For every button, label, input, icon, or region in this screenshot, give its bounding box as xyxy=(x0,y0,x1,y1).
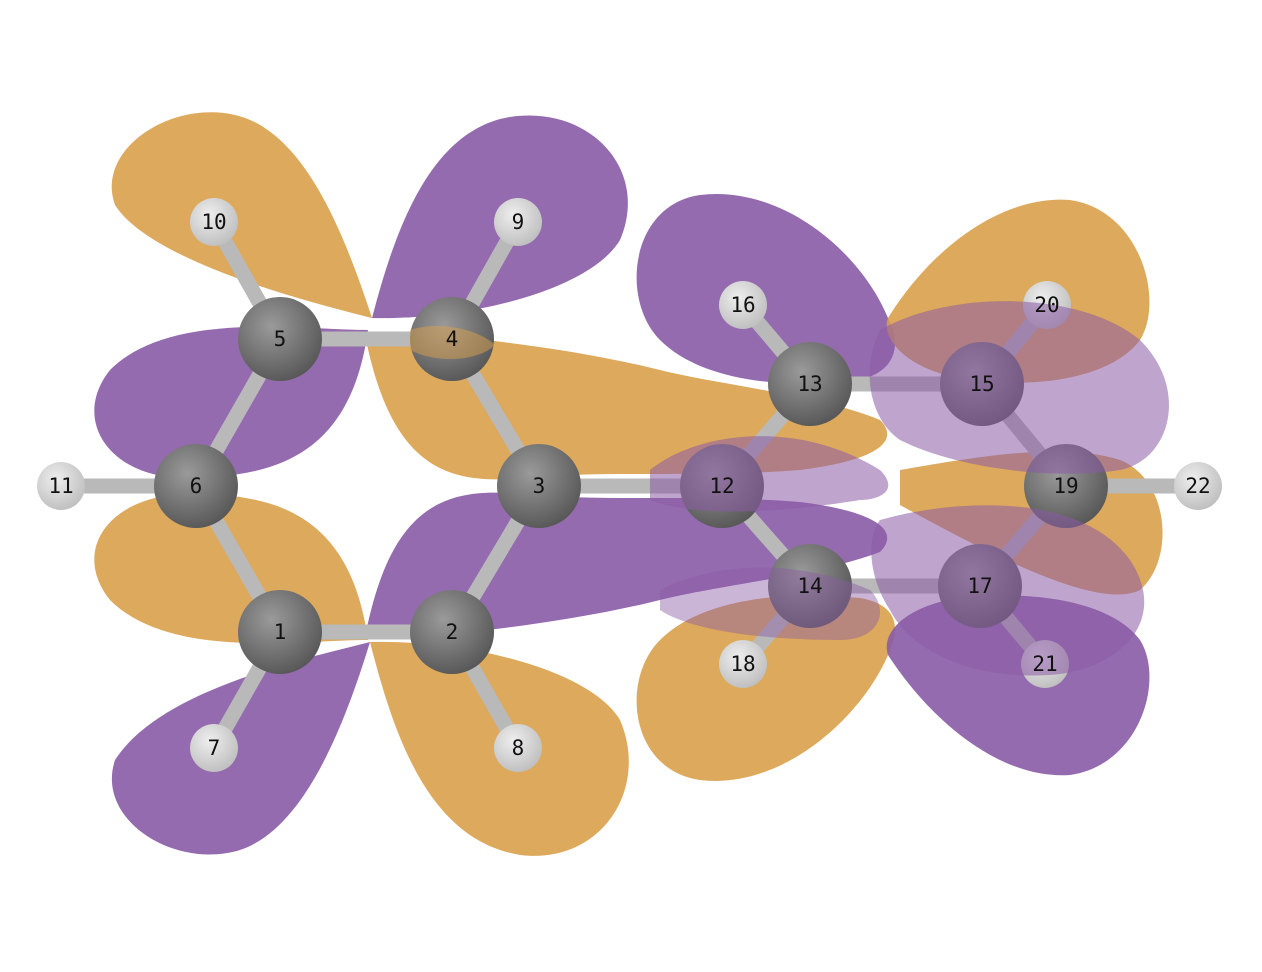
atom-label-21: 21 xyxy=(1032,652,1057,676)
atom-18 xyxy=(719,640,767,688)
atom-label-19: 19 xyxy=(1053,474,1078,498)
atom-13 xyxy=(768,342,852,426)
orbital-lobes-front xyxy=(410,301,1169,676)
atom-22 xyxy=(1174,462,1222,510)
atom-label-12: 12 xyxy=(709,474,734,498)
atom-5 xyxy=(238,297,322,381)
atom-label-3: 3 xyxy=(533,474,546,498)
atom-label-11: 11 xyxy=(48,474,73,498)
lobe-positive-c4-overlap xyxy=(410,325,495,360)
atom-label-2: 2 xyxy=(446,620,459,644)
atom-1 xyxy=(238,590,322,674)
atom-label-13: 13 xyxy=(797,372,822,396)
atom-label-16: 16 xyxy=(730,293,755,317)
atom-label-9: 9 xyxy=(512,210,525,234)
atom-label-20: 20 xyxy=(1034,293,1059,317)
lobe-negative-c12-c15-overlap xyxy=(650,436,889,512)
lobe-positive-c14-bottom xyxy=(636,595,895,781)
atom-6 xyxy=(154,444,238,528)
atom-label-15: 15 xyxy=(969,372,994,396)
atom-label-14: 14 xyxy=(797,574,822,598)
lobe-negative-c13-top xyxy=(636,193,895,384)
lobe-negative-c15-c19-overlap xyxy=(869,301,1169,474)
atom-label-5: 5 xyxy=(274,327,287,351)
atom-label-4: 4 xyxy=(446,327,459,351)
atom-label-8: 8 xyxy=(512,736,525,760)
atom-14 xyxy=(768,544,852,628)
lobe-positive-h10 xyxy=(111,112,372,319)
atom-label-7: 7 xyxy=(208,736,221,760)
lobe-negative-c14-overlap xyxy=(660,567,880,640)
atom-8 xyxy=(494,724,542,772)
atom-10 xyxy=(190,198,238,246)
atom-9 xyxy=(494,198,542,246)
lobe-positive-c6-c1 xyxy=(94,494,369,644)
atom-label-22: 22 xyxy=(1185,474,1210,498)
lobe-negative-h7 xyxy=(111,642,370,855)
atom-16 xyxy=(719,281,767,329)
atom-label-10: 10 xyxy=(201,210,226,234)
lobe-negative-c17-c19-overlap xyxy=(871,505,1145,676)
atom-label-17: 17 xyxy=(967,574,992,598)
lobe-negative-c5-c6 xyxy=(94,326,369,479)
atom-label-18: 18 xyxy=(730,652,755,676)
atom-label-6: 6 xyxy=(190,474,203,498)
atom-label-1: 1 xyxy=(274,620,287,644)
atom-2 xyxy=(410,590,494,674)
atom-3 xyxy=(497,444,581,528)
atom-11 xyxy=(37,462,85,510)
atom-7 xyxy=(190,724,238,772)
